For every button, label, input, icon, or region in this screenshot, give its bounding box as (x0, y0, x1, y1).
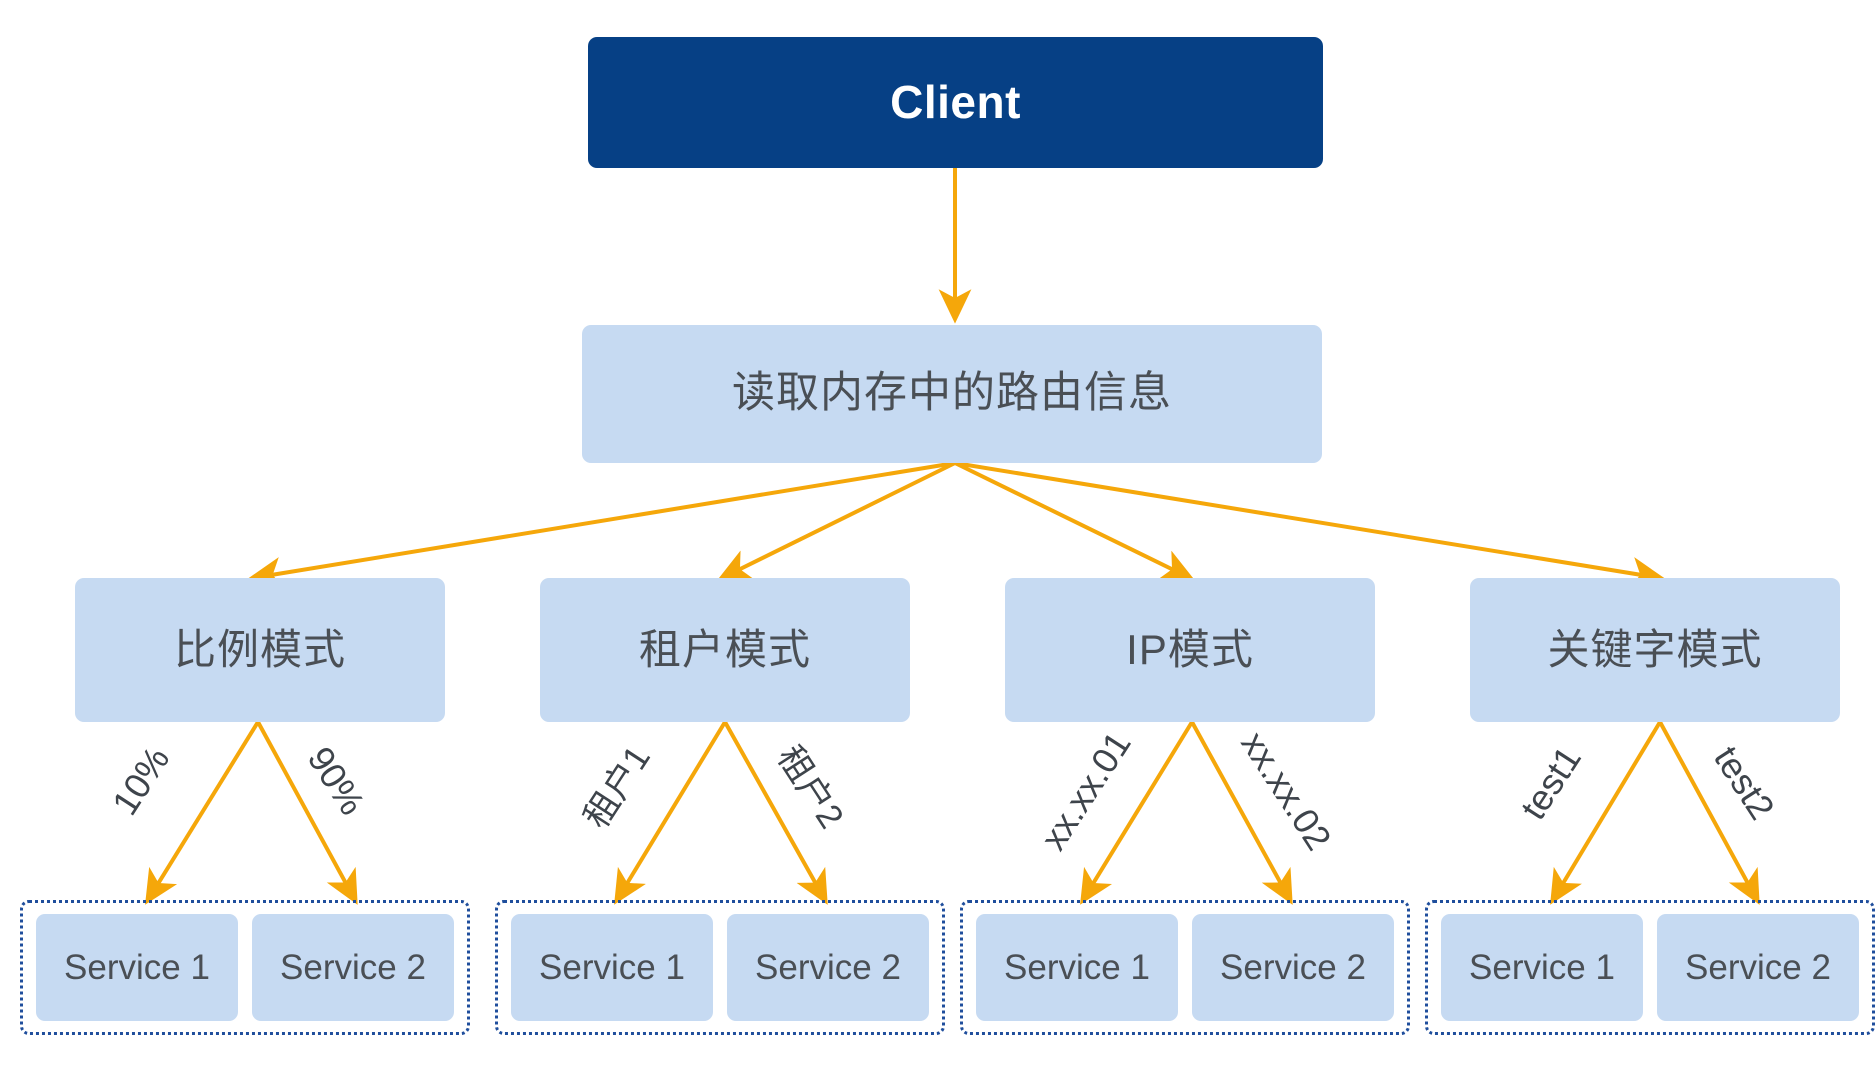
mode-node-ip[interactable]: IP模式 (1005, 578, 1375, 722)
router-info-node[interactable]: 读取内存中的路由信息 (582, 325, 1322, 463)
edge-router-to-mode-tenant (716, 461, 956, 581)
service-group-tenant: Service 1 Service 2 (495, 900, 945, 1035)
client-node[interactable]: Client (588, 37, 1323, 168)
service-group-keyword: Service 1 Service 2 (1425, 900, 1875, 1035)
edge-label-ratio-left: 10% (103, 739, 178, 823)
service-node[interactable]: Service 1 (976, 914, 1178, 1021)
service-node[interactable]: Service 2 (1192, 914, 1394, 1021)
edge-label-ratio-right: 90% (299, 739, 374, 823)
service-group-ratio: Service 1 Service 2 (20, 900, 470, 1035)
edge-router-to-mode-ip (954, 461, 1196, 581)
mode-node-tenant[interactable]: 租户模式 (540, 578, 910, 722)
service-node[interactable]: Service 1 (511, 914, 713, 1021)
edge-label-keyword-left: test1 (1512, 738, 1590, 827)
service-group-ip: Service 1 Service 2 (960, 900, 1410, 1035)
service-node[interactable]: Service 2 (727, 914, 929, 1021)
edge-label-ip-left: xx.xx.01 (1032, 724, 1139, 858)
service-node[interactable]: Service 1 (36, 914, 238, 1021)
edge-label-tenant-left: 租户1 (576, 738, 658, 836)
edge-router-to-mode-keyword (954, 461, 1666, 590)
edge-router-to-mode-ratio (247, 461, 956, 590)
edge-ratio-to-service1 (145, 720, 260, 905)
mode-node-keyword[interactable]: 关键字模式 (1470, 578, 1840, 722)
edge-label-keyword-right: test2 (1705, 738, 1783, 827)
edge-label-tenant-right: 租户2 (769, 738, 851, 836)
service-node[interactable]: Service 2 (1657, 914, 1859, 1021)
service-node[interactable]: Service 2 (252, 914, 454, 1021)
service-node[interactable]: Service 1 (1441, 914, 1643, 1021)
edge-label-ip-right: xx.xx.02 (1233, 724, 1340, 858)
mode-node-ratio[interactable]: 比例模式 (75, 578, 445, 722)
